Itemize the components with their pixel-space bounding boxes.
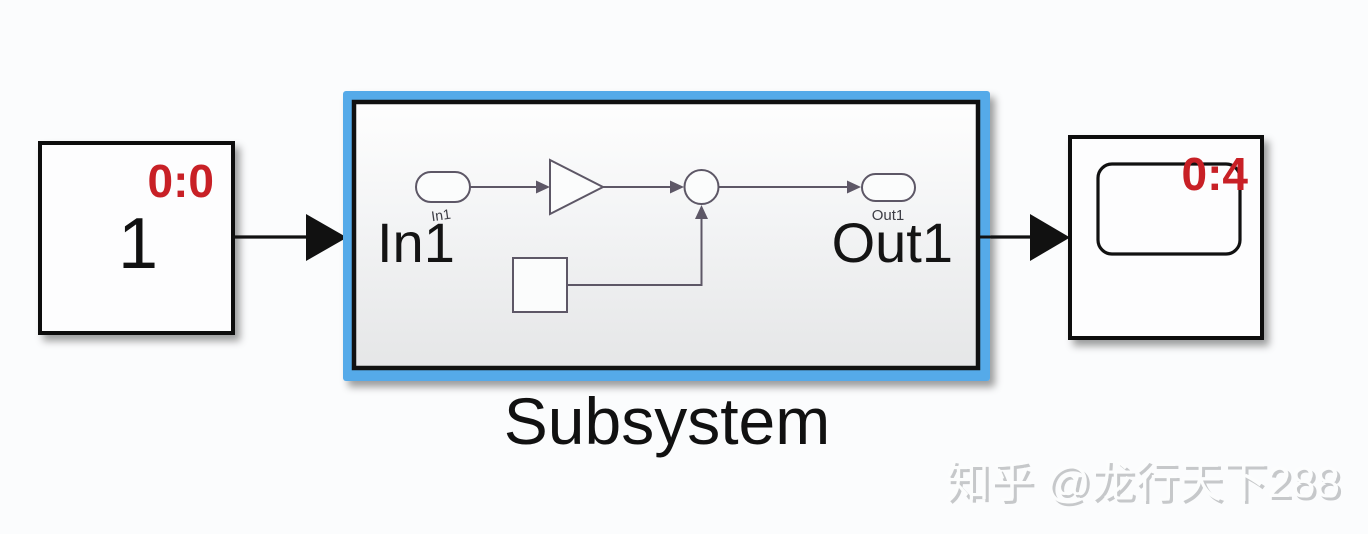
preview-inport-caption: In1 [430,206,452,225]
watermark-text: 知乎 @龙行天下288 [946,458,1340,507]
scope-screen-icon [1096,162,1242,256]
arrowhead-icon [1030,214,1070,261]
signal-line-subsystem-to-scope[interactable] [991,214,1070,261]
scope-block[interactable]: 0:4 [1068,135,1264,340]
preview-sum-icon [683,169,720,205]
subsystem-preview-diagram [415,158,916,313]
preview-arrowhead-icon [695,205,708,219]
subsystem-block[interactable]: In1 Out1 In1 Out1 [343,91,991,381]
preview-square-block-icon [512,257,568,313]
signal-line-constant-to-subsystem[interactable] [233,214,347,261]
preview-outport-icon [861,173,916,202]
preview-arrowhead-icon [536,180,550,194]
preview-gain-icon [549,158,606,216]
preview-arrowhead-icon [670,180,684,194]
watermark-shadow-text: 知乎 @龙行天下288 [949,461,1343,510]
arrowhead-icon [306,214,347,261]
constant-block[interactable]: 1 0:0 [38,141,235,335]
constant-block-body[interactable] [38,141,235,335]
preview-wire [567,219,703,286]
preview-outport-caption: Out1 [872,207,905,224]
subsystem-block-body[interactable] [351,99,981,371]
preview-inport-icon [415,171,471,203]
scope-execution-order-badge: 0:4 [1182,148,1249,200]
preview-arrowhead-icon [847,180,861,194]
constant-execution-order-badge: 0:0 [148,155,214,207]
watermark: 知乎 @龙行天下288 知乎 @龙行天下288 [946,458,1343,510]
subsystem-name-label: Subsystem [504,384,830,458]
constant-value: 1 [118,204,158,284]
subsystem-outport-label: Out1 [832,211,953,274]
subsystem-inport-label: In1 [377,211,455,274]
